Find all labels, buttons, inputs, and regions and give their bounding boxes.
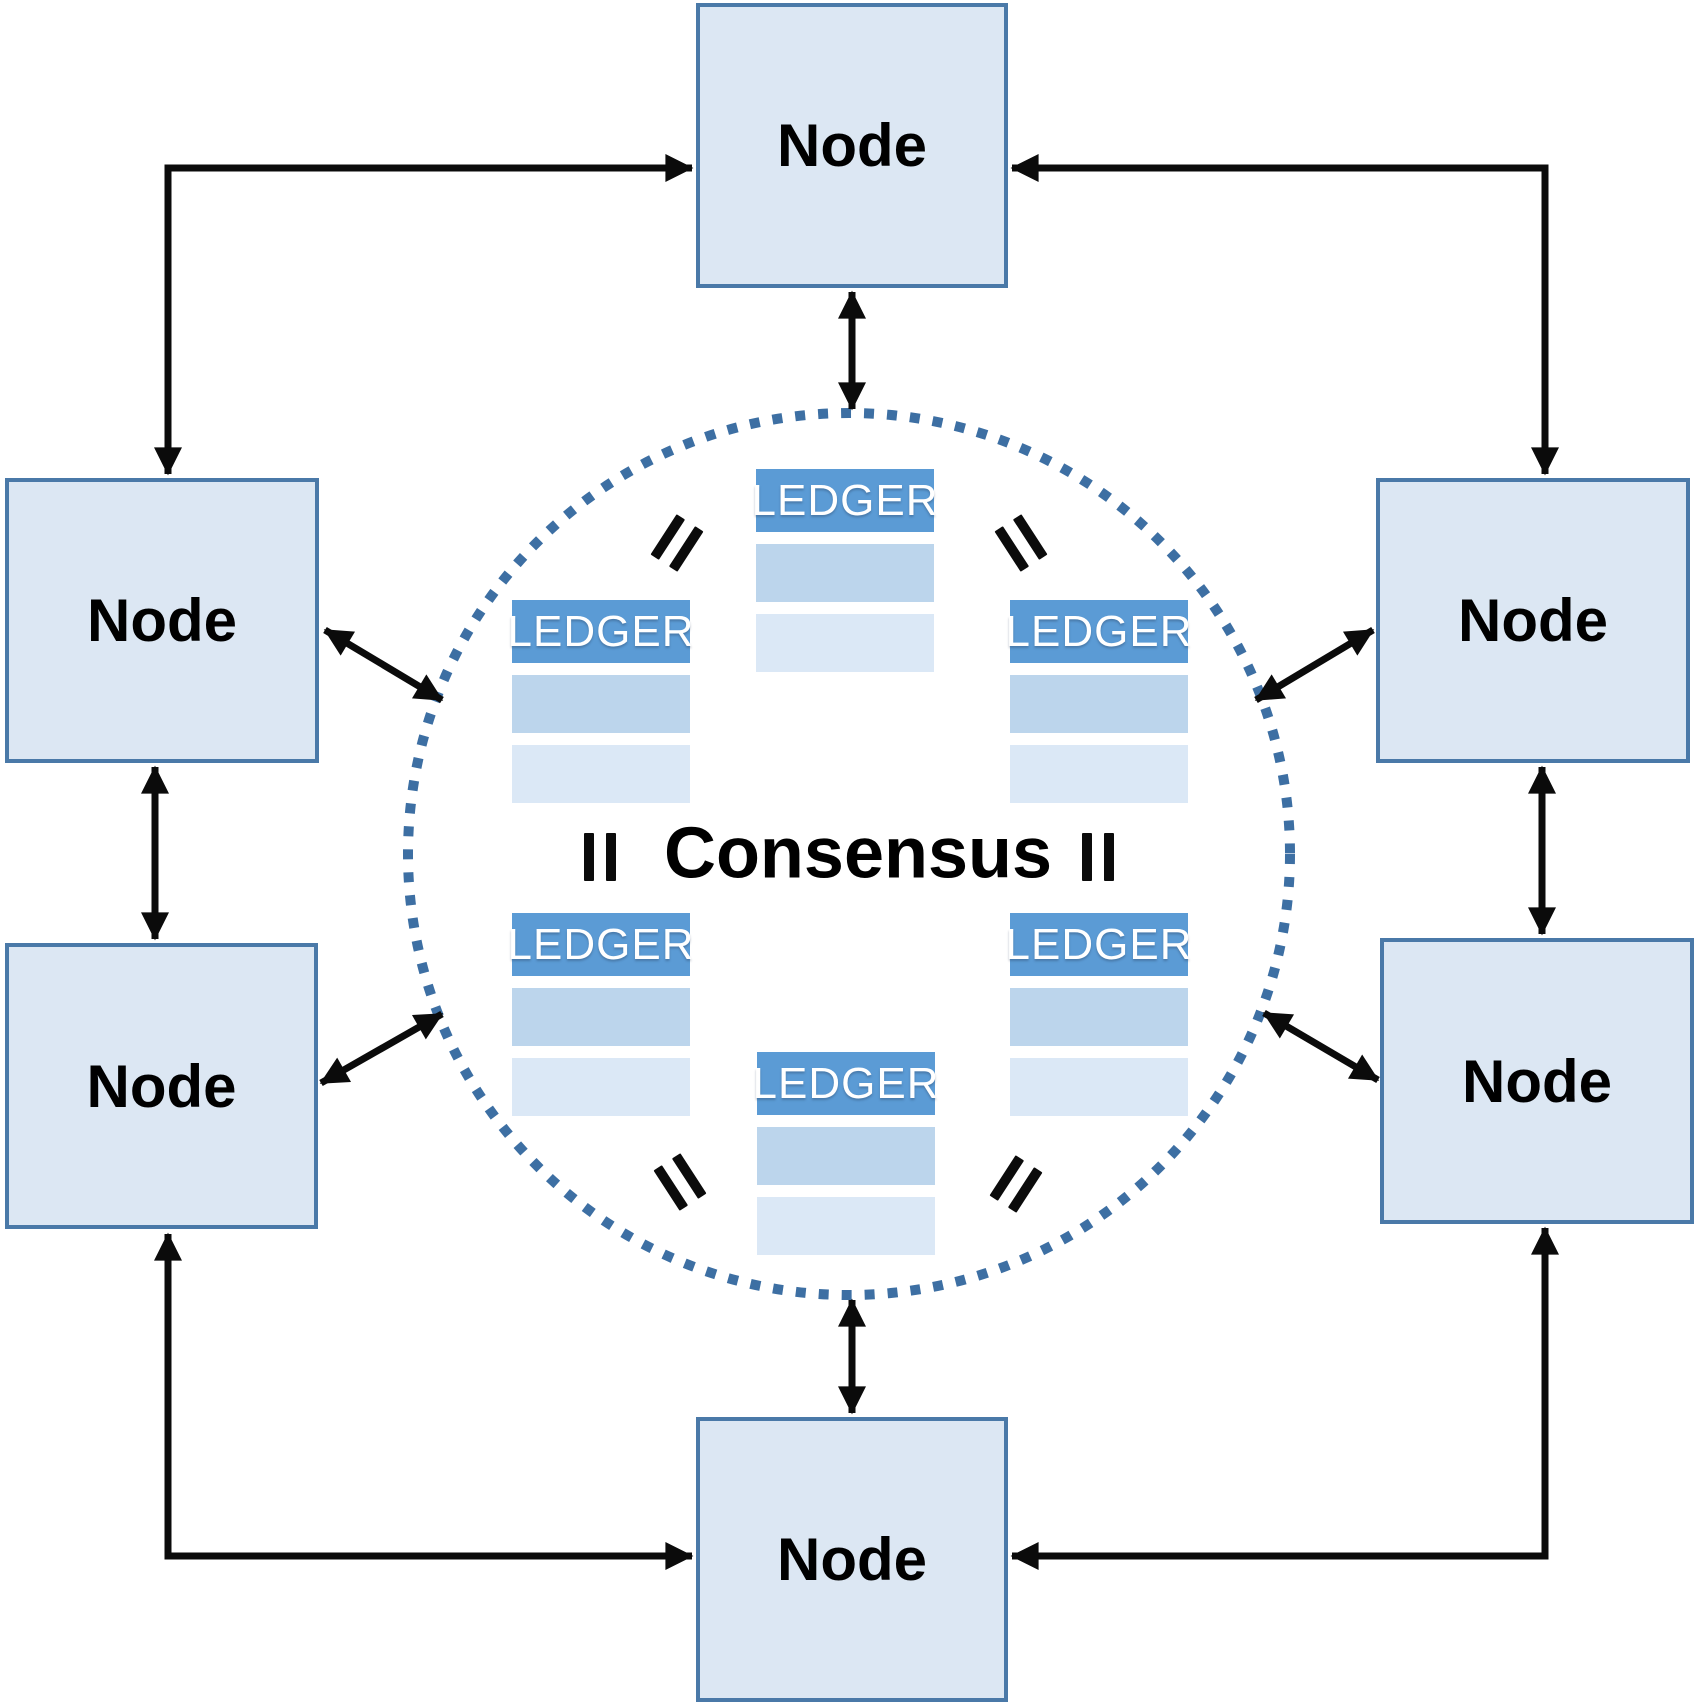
arrow-elbow-top-right xyxy=(1010,154,1559,476)
ledger-row xyxy=(1010,988,1188,1046)
arrow-right-upper-circle xyxy=(1254,626,1375,704)
node-label: Node xyxy=(777,1526,927,1593)
node-label: Node xyxy=(1462,1047,1612,1115)
equals-mark-left xyxy=(584,833,616,881)
equals-mark-right xyxy=(1082,833,1114,881)
node-box-right-lower: Node xyxy=(1380,938,1694,1224)
ledger-header: LEDGER xyxy=(1006,600,1191,663)
arrow-elbow-top-left xyxy=(154,154,694,476)
ledger-row xyxy=(512,745,690,803)
ledger-row xyxy=(756,544,934,602)
ledger-header: LEDGER xyxy=(753,1052,938,1115)
ledger-row xyxy=(757,1127,935,1185)
ledger-header: LEDGER xyxy=(508,913,693,976)
arrow-elbow-bottom-right xyxy=(1010,1226,1559,1570)
equals-bar xyxy=(584,833,594,881)
ledger-header: LEDGER xyxy=(508,600,693,663)
ledger-table-upper-left: LEDGER xyxy=(508,600,693,803)
ledger-row xyxy=(1010,1058,1188,1116)
ledger-row xyxy=(512,675,690,733)
ledger-table-bottom: LEDGER xyxy=(753,1052,938,1255)
consensus-label: Consensus xyxy=(663,813,1053,894)
equals-bar xyxy=(606,833,616,881)
node-label: Node xyxy=(87,587,237,654)
ledger-row xyxy=(512,1058,690,1116)
ledger-row xyxy=(756,614,934,672)
arrow-left-lower-circle xyxy=(319,1010,444,1087)
ledger-header: LEDGER xyxy=(752,469,937,532)
node-label: Node xyxy=(86,1052,237,1120)
equals-bar xyxy=(1082,833,1092,881)
node-box-right-upper: Node xyxy=(1376,478,1690,763)
ledger-table-lower-right: LEDGER xyxy=(1006,913,1191,1116)
node-box-left-lower: Node xyxy=(5,943,318,1229)
ledger-row xyxy=(1010,745,1188,803)
node-label: Node xyxy=(1458,587,1608,654)
ledger-header: LEDGER xyxy=(1006,913,1191,976)
equals-bar xyxy=(1104,833,1114,881)
ledger-row xyxy=(512,988,690,1046)
node-box-left-upper: Node xyxy=(5,478,319,763)
ledger-table-top: LEDGER xyxy=(752,469,937,672)
ledger-row xyxy=(757,1197,935,1255)
ledger-table-lower-left: LEDGER xyxy=(508,913,693,1116)
consensus-network-circle xyxy=(403,408,1295,1300)
arrow-left-upper-circle xyxy=(323,626,444,704)
node-label: Node xyxy=(777,112,927,179)
arrow-elbow-bottom-left xyxy=(154,1232,694,1570)
ledger-table-upper-right: LEDGER xyxy=(1006,600,1191,803)
arrow-right-lower-circle xyxy=(1262,1009,1380,1084)
ledger-row xyxy=(1010,675,1188,733)
node-box-bottom: Node xyxy=(696,1417,1008,1702)
node-box-top: Node xyxy=(696,3,1008,288)
